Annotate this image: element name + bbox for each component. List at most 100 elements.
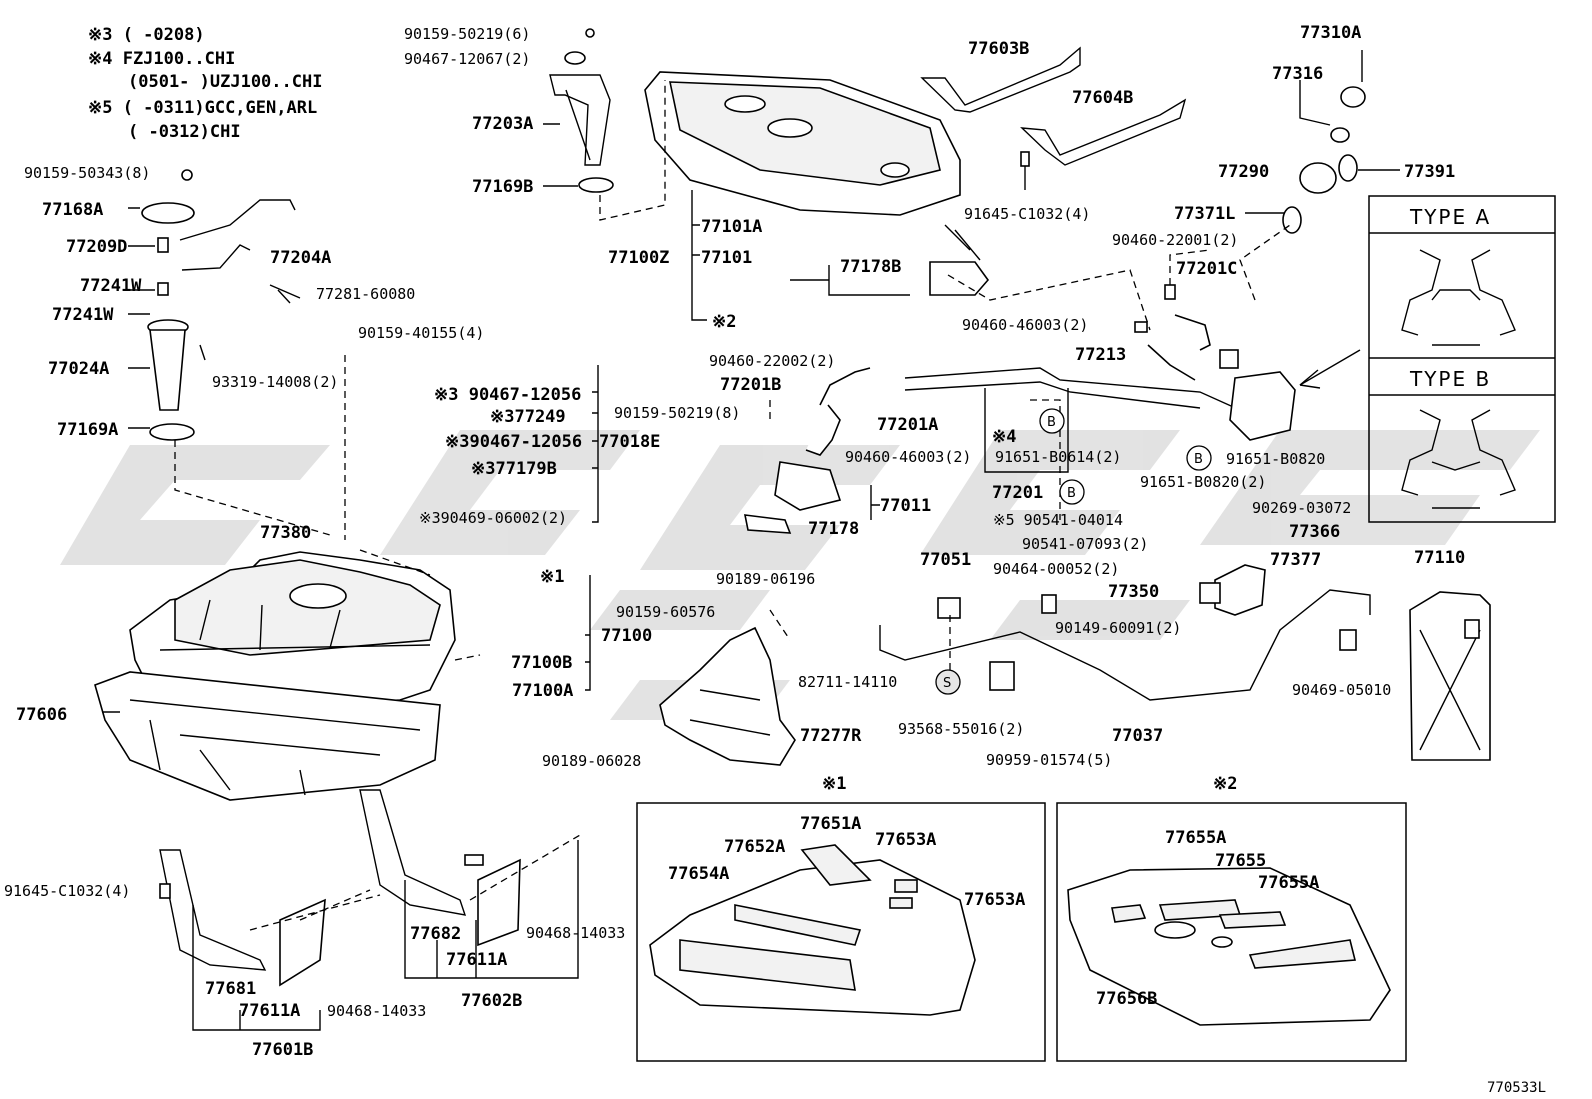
part-label: 77603B [968, 39, 1029, 59]
part-label: 90469-05010 [1292, 681, 1391, 699]
part-label: 77178B [840, 257, 901, 277]
part-label: 77655A [1258, 873, 1319, 893]
part-label: 77203A [472, 114, 533, 134]
part-label: ※2 [712, 312, 736, 332]
part-label: 77656B [1096, 989, 1157, 1009]
note-3: ※3 ( -0208) [88, 25, 205, 45]
part-label: 77371L [1174, 204, 1235, 224]
part-label: 90269-03072 [1252, 499, 1351, 517]
part-label: 77100Z [608, 248, 669, 268]
part-label: 91645-C1032(4) [964, 205, 1090, 223]
ref-b: B [1047, 415, 1056, 430]
part-label: 90541-07093(2) [1022, 535, 1148, 553]
part-label: 77168A [42, 200, 103, 220]
note-5b: ( -0312)CHI [128, 122, 241, 142]
part-label: 77611A [239, 1001, 300, 1021]
part-label: 90460-22002(2) [709, 352, 835, 370]
part-label: 77316 [1272, 64, 1323, 84]
part-label: 90189-06196 [716, 570, 815, 588]
sender-gauge-top [549, 28, 614, 193]
part-label: 77101 [701, 248, 752, 268]
part-label: 77654A [668, 864, 729, 884]
tank-protector [94, 671, 441, 801]
ref-s: S [943, 676, 951, 691]
part-label: 90460-46003(2) [845, 448, 971, 466]
leader-lines [102, 50, 1400, 1031]
part-label: 77310A [1300, 23, 1361, 43]
part-label: 90959-01574(5) [986, 751, 1112, 769]
part-label: 77682 [410, 924, 461, 944]
part-label: 90189-06028 [542, 752, 641, 770]
part-label: 90460-46003(2) [962, 316, 1088, 334]
jerry-can [1409, 591, 1491, 761]
part-label: 91651-B0820 [1226, 450, 1325, 468]
part-label: 77169A [57, 420, 118, 440]
part-label: 77011 [880, 496, 931, 516]
note-4a: ※4 FZJ100..CHI [88, 49, 235, 69]
part-label: ※377249 [490, 407, 566, 427]
heat-insulator [659, 626, 796, 766]
opener-cable [879, 589, 1371, 701]
part-label: 91651-B0614(2) [995, 448, 1121, 466]
part-label: ※5 90541-04014 [993, 511, 1123, 529]
part-label: 90159-50219(8) [614, 404, 740, 422]
fuel-lid [1199, 564, 1266, 616]
part-label: 90159-40155(4) [358, 324, 484, 342]
note-5a: ※5 ( -0311)GCC,GEN,ARL [88, 98, 317, 118]
filler-cap-parts [1282, 86, 1366, 389]
part-label: 77681 [205, 979, 256, 999]
part-label: 77380 [260, 523, 311, 543]
part-label: 90159-50343(8) [24, 164, 150, 182]
hoses-central [743, 284, 1296, 534]
part-label: ※1 [822, 774, 846, 794]
part-label: 77655 [1215, 851, 1266, 871]
part-label: 77350 [1108, 582, 1159, 602]
diagram-id: 770533L [1487, 1080, 1546, 1096]
part-label: 77241W [52, 305, 114, 325]
part-label: 77241W [80, 276, 142, 296]
part-label: 77601B [252, 1040, 313, 1060]
part-label: 77201 [992, 483, 1043, 503]
part-label: 77377 [1270, 550, 1321, 570]
part-label: 77101A [701, 217, 762, 237]
part-label: 77100 [601, 626, 652, 646]
ref-b: B [1194, 452, 1203, 467]
connector-lines [174, 80, 1291, 931]
part-label: 77651A [800, 814, 861, 834]
detail-box-2 [1056, 802, 1407, 1062]
part-label: 77391 [1404, 162, 1455, 182]
part-label: 77611A [446, 950, 507, 970]
part-label: 77204A [270, 248, 331, 268]
fuel-tank-upper [644, 71, 961, 216]
part-label: 77606 [16, 705, 67, 725]
tank-straps-upper [920, 46, 1187, 190]
part-label: 77110 [1414, 548, 1465, 568]
ref-circles [935, 408, 1212, 695]
part-label: 77604B [1072, 88, 1133, 108]
part-label: 77201C [1176, 259, 1237, 279]
part-label: 90464-00052(2) [993, 560, 1119, 578]
part-label: 90159-50219(6) [404, 25, 530, 43]
part-label: ※390469-06002(2) [419, 509, 567, 527]
type-b-title: TYPE B [1409, 367, 1491, 391]
part-label: 77100B [511, 653, 572, 673]
type-panel [1368, 195, 1556, 523]
part-label: 77201A [877, 415, 938, 435]
part-label: 77209D [66, 237, 127, 257]
part-label: 77213 [1075, 345, 1126, 365]
part-label: 77169B [472, 177, 533, 197]
part-label: 77051 [920, 550, 971, 570]
notes-block: ※3 ( -0208) ※4 FZJ100..CHI (0501- )UZJ10… [88, 25, 322, 142]
part-label: 90468-14033 [526, 924, 625, 942]
tank-straps-lower [159, 789, 521, 987]
part-label: 77018E [599, 432, 660, 452]
note-4b: (0501- )UZJ100..CHI [128, 72, 322, 92]
fuel-pump [929, 224, 990, 296]
part-label: 77602B [461, 991, 522, 1011]
part-label: 77201B [720, 375, 781, 395]
part-label: 77653A [964, 890, 1025, 910]
part-label: 77290 [1218, 162, 1269, 182]
part-label: 90468-14033 [327, 1002, 426, 1020]
part-label: 77281-60080 [316, 285, 415, 303]
